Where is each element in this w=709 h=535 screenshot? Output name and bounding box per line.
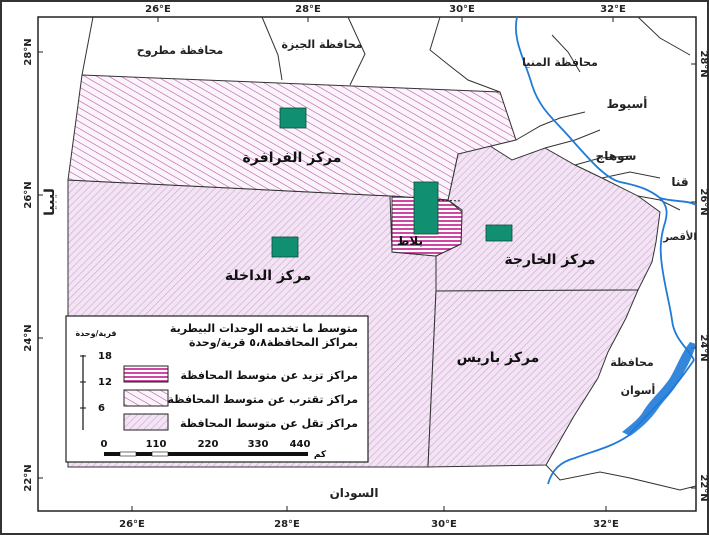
- label-kharga: مركز الخارجة: [504, 252, 595, 268]
- lon-label-bottom: 32°E: [593, 519, 619, 530]
- lat-label-left: 26°N: [23, 181, 34, 208]
- center-labels: مركز الفرافرة مركز الداخلة مركز الخارجة …: [225, 150, 596, 366]
- unit-markers: [271, 107, 513, 258]
- lat-label-right: 22°N: [698, 474, 709, 501]
- scale-segment: [151, 451, 169, 457]
- scale-unit: كم: [314, 450, 327, 460]
- label-aswan-2: أسوان: [621, 383, 656, 397]
- legend-item-above: مراكز تزيد عن متوسط المحافظة: [180, 369, 358, 382]
- legend-tick-label: 18: [98, 351, 112, 362]
- scale-segment: [104, 452, 120, 456]
- label-balat: بلاط: [397, 234, 423, 248]
- lon-label-top: 26°E: [145, 4, 171, 15]
- legend: متوسط ما تخدمه الوحدات البيطرية بمراكز ا…: [65, 315, 369, 463]
- graticule-ticks: [38, 17, 696, 511]
- unit-marker-farafra: [279, 107, 307, 129]
- lat-label-right: 26°N: [698, 188, 709, 215]
- graticule-labels: 26°E 28°E 30°E 32°E 26°E 28°E 30°E 32°E …: [23, 4, 709, 530]
- lat-label-left: 22°N: [23, 464, 34, 491]
- lon-label-bottom: 26°E: [119, 519, 145, 530]
- legend-swatch-near: [123, 389, 169, 407]
- label-luxor: الأقصر: [662, 230, 697, 243]
- label-matrouh: محافظة مطروح: [137, 44, 223, 57]
- unit-marker-kharga: [485, 224, 513, 242]
- legend-title-1: متوسط ما تخدمه الوحدات البيطرية: [170, 322, 358, 335]
- outer-labels: محافظة مطروح محافظة الجيزة محافظة المنيا…: [42, 38, 697, 501]
- lat-label-left: 24°N: [23, 324, 34, 351]
- lat-label-right: 28°N: [698, 50, 709, 77]
- lon-label-top: 32°E: [600, 4, 626, 15]
- legend-title-2: بمراكز المحافظة٥،٨ قرية/وحدة: [189, 336, 358, 349]
- scale-segment: [168, 452, 308, 456]
- region-paris: [427, 289, 639, 468]
- label-aswan-1: محافظة: [610, 356, 653, 369]
- scale-tick: 330: [248, 439, 269, 450]
- label-assiut: أسيوط: [607, 96, 648, 112]
- legend-swatch-above: [123, 365, 169, 383]
- legend-axis-unit: قرية/وحدة: [75, 329, 116, 338]
- lat-label-left: 28°N: [23, 38, 34, 65]
- lon-label-top: 30°E: [449, 4, 475, 15]
- scale-tick: 110: [146, 439, 167, 450]
- label-sohag: سوهاج: [596, 149, 637, 164]
- scale-segment: [119, 451, 137, 457]
- scale-tick: 440: [290, 439, 311, 450]
- balat-dotted-boundary: [437, 199, 463, 202]
- scale-segment: [136, 452, 152, 456]
- label-libya: ليبيا: [42, 188, 58, 216]
- region-farafra: [67, 74, 517, 201]
- lake-nasser: [622, 342, 696, 436]
- scale-tick: 0: [101, 439, 108, 450]
- label-farafra: مركز الفرافرة: [243, 150, 342, 166]
- legend-tick-label: 6: [98, 403, 105, 414]
- lon-label-top: 28°E: [295, 4, 321, 15]
- legend-item-near: مراكز تقترب عن متوسط المحافظة: [167, 393, 358, 406]
- unit-marker-dakhla: [271, 236, 299, 258]
- label-minya: محافظة المنيا: [522, 56, 598, 69]
- label-sudan: السودان: [330, 486, 379, 501]
- label-dakhla: مركز الداخلة: [225, 268, 311, 284]
- lon-label-bottom: 30°E: [431, 519, 457, 530]
- scale-tick: 220: [198, 439, 219, 450]
- legend-box: [65, 315, 369, 463]
- label-paris: مركز باريس: [457, 350, 540, 366]
- label-giza: محافظة الجيزة: [282, 38, 363, 51]
- unit-marker-balat: [413, 181, 439, 235]
- scale-bar: 0 110 220 330 440 كم: [101, 439, 327, 460]
- lat-label-right: 24°N: [698, 334, 709, 361]
- legend-item-below: مراكز تقل عن متوسط المحافظة: [180, 417, 358, 430]
- lon-label-bottom: 28°E: [274, 519, 300, 530]
- legend-tick-label: 12: [98, 377, 112, 388]
- label-qena: قنا: [671, 175, 688, 189]
- legend-swatch-below: [123, 413, 169, 431]
